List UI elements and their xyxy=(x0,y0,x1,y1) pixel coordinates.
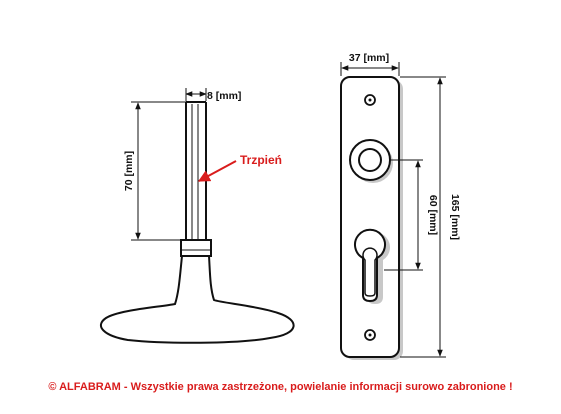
bottom-screw-hole xyxy=(364,329,376,341)
pin-width-label: 8 [mm] xyxy=(207,90,241,102)
pin-length-label: 70 [mm] xyxy=(123,151,135,191)
handle-collar xyxy=(180,239,212,257)
dimension-plate-width xyxy=(340,62,400,76)
handle-hole xyxy=(349,139,393,183)
cylinder-hole xyxy=(354,228,391,304)
pin-callout-label: Trzpień xyxy=(240,153,282,167)
hole-spacing-label: 60 [mm] xyxy=(427,195,439,235)
dimension-plate-height xyxy=(400,76,446,358)
plate-width-label: 37 [mm] xyxy=(349,52,389,64)
dimension-hole-spacing xyxy=(384,159,423,271)
dimension-pin-width xyxy=(185,88,207,101)
top-screw-hole xyxy=(364,94,376,106)
spindle-pin xyxy=(185,101,207,240)
pin-callout-arrow xyxy=(197,160,237,182)
handle-grip xyxy=(100,255,295,344)
plate-height-label: 165 [mm] xyxy=(449,194,461,240)
copyright-notice: © ALFABRAM - Wszystkie prawa zastrzeżone… xyxy=(48,381,513,393)
escutcheon-plate xyxy=(340,76,403,360)
dimension-pin-length xyxy=(131,101,186,241)
handle-drawing xyxy=(100,101,295,344)
plate-outline xyxy=(340,76,400,358)
